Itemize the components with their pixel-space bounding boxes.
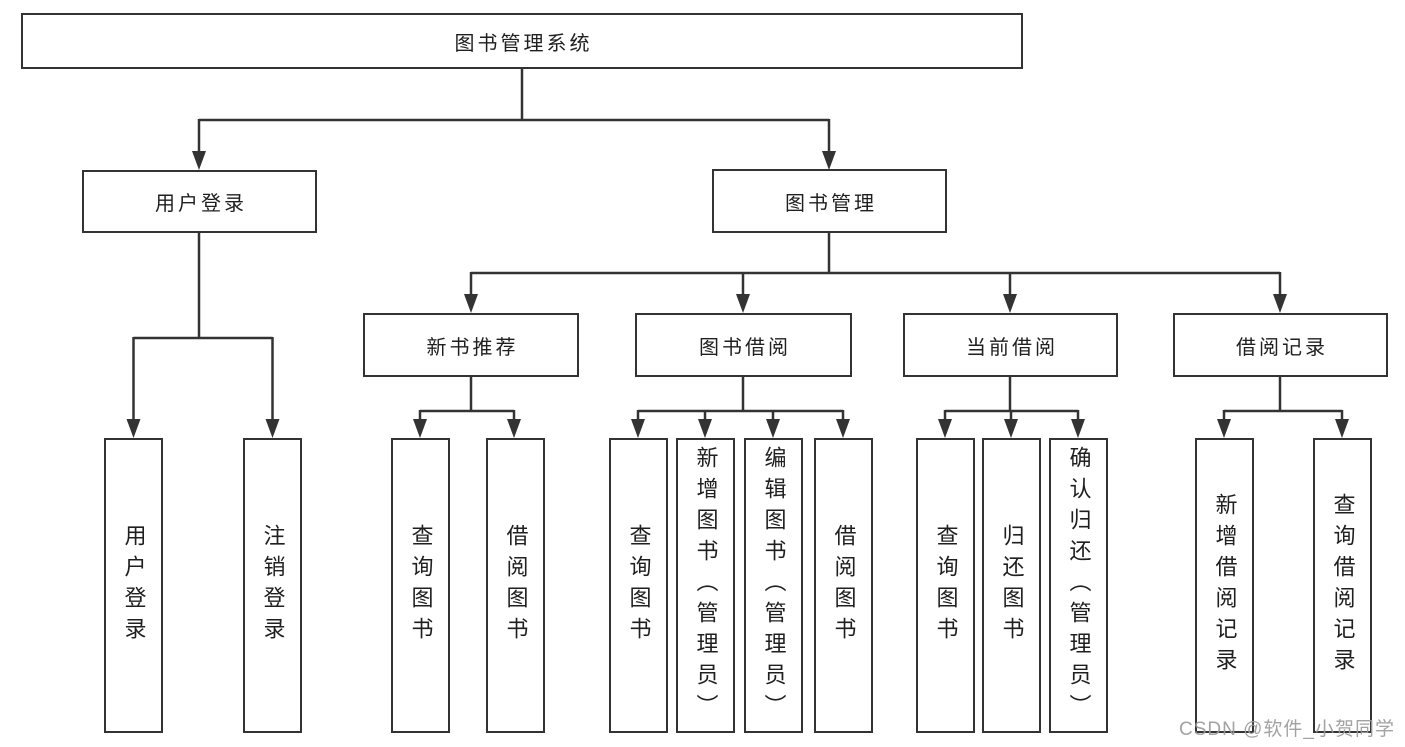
node-book-borrow: 图书借阅 [635,313,852,377]
leaf-query-book: 查询图书 [391,438,450,733]
leaf-query-borrow-record: 查询借阅记录 [1313,438,1372,733]
leaf-label: 注销登录 [260,523,286,648]
leaf-borrow-book: 借阅图书 [486,438,545,733]
leaf-user-login: 用户登录 [104,438,163,733]
leaf-query-book: 查询图书 [916,438,975,733]
node-book-management: 图书管理 [712,169,947,233]
leaf-edit-book-admin: 编辑图书（管理员） [744,438,803,733]
watermark: CSDN @软件_小贺同学 [1179,719,1395,740]
node-label: 借阅记录 [1236,336,1328,359]
node-label: 新书推荐 [426,336,519,359]
node-label: 用户登录 [155,193,247,215]
node-label: 图书管理 [785,192,877,215]
leaf-query-book: 查询图书 [609,438,668,733]
leaf-label: 查询借阅记录 [1330,492,1356,679]
leaf-label: 新增借阅记录 [1212,492,1238,679]
leaf-return-book: 归还图书 [982,438,1041,733]
node-new-book-recommend: 新书推荐 [363,313,579,377]
leaf-confirm-return-admin: 确认归还（管理员） [1049,438,1108,733]
leaf-label: 归还图书 [999,523,1025,648]
node-current-borrow: 当前借阅 [903,313,1118,377]
leaf-label: 新增图书（管理员） [693,446,719,725]
node-label: 当前借阅 [966,336,1058,359]
leaf-label: 借阅图书 [503,523,529,648]
leaf-label: 用户登录 [121,523,147,648]
leaf-add-borrow-record: 新增借阅记录 [1195,438,1254,733]
node-user-login: 用户登录 [82,170,317,233]
root-label: 图书管理系统 [454,32,593,55]
leaf-label: 查询图书 [933,523,959,648]
leaf-logout-login: 注销登录 [243,438,302,733]
leaf-label: 确认归还（管理员） [1066,446,1092,725]
leaf-label: 查询图书 [626,523,652,648]
leaf-label: 借阅图书 [831,523,857,648]
leaf-label: 查询图书 [408,523,434,648]
node-root: 图书管理系统 [21,13,1023,69]
leaf-add-book-admin: 新增图书（管理员） [676,438,735,733]
node-label: 图书借阅 [699,336,791,359]
node-borrow-records: 借阅记录 [1173,313,1388,377]
leaf-label: 编辑图书（管理员） [761,446,787,725]
leaf-borrow-book: 借阅图书 [814,438,873,733]
